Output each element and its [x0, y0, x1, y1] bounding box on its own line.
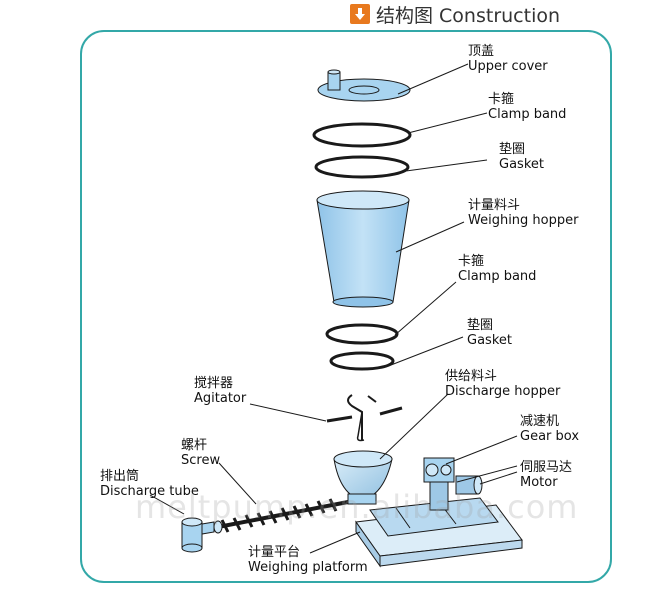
weighing-platform [355, 497, 523, 568]
label-en: Screw [181, 453, 221, 468]
label-en: Agitator [194, 391, 247, 406]
label-zh: 减速机 [520, 414, 560, 429]
gear-box [423, 457, 455, 483]
header: 结构图 Construction [350, 2, 561, 27]
label-zh: 伺服马达 [520, 460, 573, 475]
label-gear-box: 减速机 Gear box [520, 414, 579, 444]
clamp-band-2 [325, 323, 399, 345]
label-en: Motor [520, 475, 558, 490]
label-motor: 伺服马达 Motor [520, 460, 572, 490]
agitator [326, 394, 403, 442]
screw [217, 498, 349, 533]
label-upper-cover: 顶盖 Upper cover [468, 44, 548, 74]
upper-cover [317, 69, 411, 102]
label-en: Upper cover [468, 59, 548, 74]
label-en: Clamp band [458, 269, 537, 284]
download-arrow-icon [350, 4, 370, 24]
label-zh: 计量平台 [248, 545, 301, 560]
label-zh: 计量料斗 [468, 198, 521, 213]
label-en: Discharge tube [100, 484, 199, 499]
label-weighing-hopper: 计量料斗 Weighing hopper [468, 198, 578, 228]
label-zh: 垫圈 [499, 142, 526, 157]
label-zh: 垫圈 [467, 318, 494, 333]
label-en: Gear box [520, 429, 580, 444]
label-gasket-1: 垫圈 Gasket [499, 142, 544, 172]
label-clamp-band-2: 卡箍 Clamp band [458, 254, 536, 284]
watermark: meltpump.en.alibaba.com [135, 488, 579, 526]
label-discharge-hopper: 供给料斗 Discharge hopper [445, 369, 560, 399]
label-agitator: 搅拌器 Agitator [194, 376, 246, 406]
label-en: Gasket [467, 333, 512, 348]
weighing-hopper [316, 190, 410, 308]
motor [429, 475, 483, 511]
diagram-frame [80, 30, 612, 583]
label-en: Weighing platform [248, 560, 368, 575]
label-clamp-band-1: 卡箍 Clamp band [488, 92, 566, 122]
label-zh: 卡箍 [458, 254, 485, 269]
label-screw: 螺杆 Screw [181, 438, 220, 468]
label-en: Weighing hopper [468, 213, 579, 228]
label-zh: 螺杆 [181, 438, 208, 453]
label-en: Discharge hopper [445, 384, 561, 399]
label-zh: 排出筒 [100, 469, 140, 484]
gasket-2 [329, 351, 395, 371]
discharge-hopper [333, 450, 393, 505]
gasket-1 [314, 155, 410, 179]
label-zh: 卡箍 [488, 92, 515, 107]
leader-lines [149, 63, 518, 554]
label-gasket-2: 垫圈 Gasket [467, 318, 512, 348]
discharge-tube [181, 517, 223, 553]
page-title: 结构图 Construction [376, 4, 561, 27]
clamp-band-1 [312, 122, 412, 148]
label-en: Clamp band [488, 107, 567, 122]
label-en: Gasket [499, 157, 544, 172]
label-zh: 顶盖 [468, 44, 495, 59]
label-weighing-platform: 计量平台 Weighing platform [248, 545, 368, 575]
label-discharge-tube: 排出筒 Discharge tube [100, 469, 199, 499]
label-zh: 供给料斗 [445, 369, 498, 384]
label-zh: 搅拌器 [194, 376, 234, 391]
